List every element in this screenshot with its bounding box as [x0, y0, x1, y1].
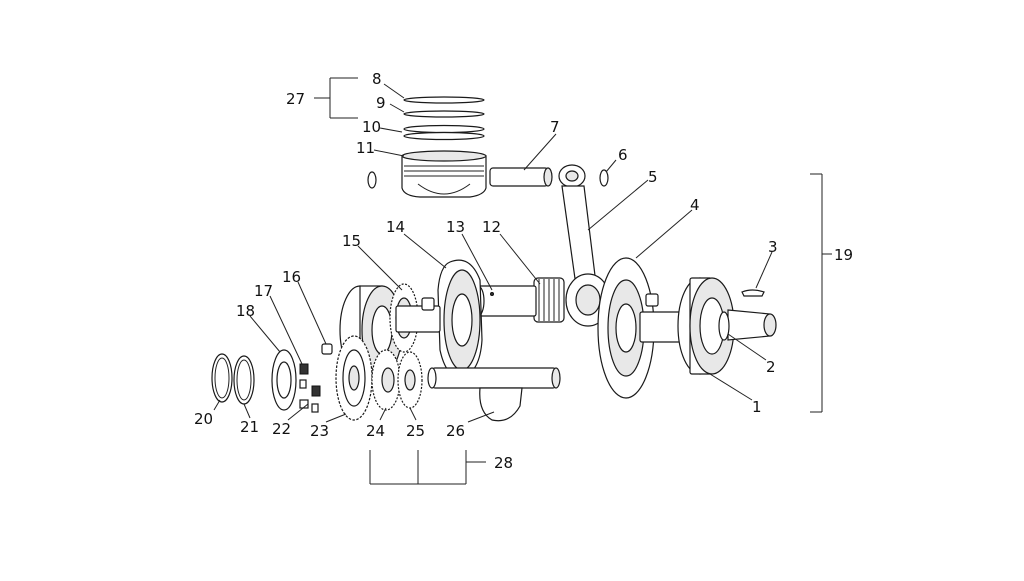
- piston-pin-7: [489, 167, 553, 187]
- bracket-19: [810, 173, 832, 413]
- snap-ring-21: [233, 355, 255, 405]
- balance-shaft-26: [427, 367, 561, 422]
- callout-11: 11: [356, 139, 375, 157]
- woodruff-key-3: [741, 289, 765, 297]
- spring-17: [299, 363, 309, 389]
- callout-22: 22: [272, 420, 291, 438]
- callout-16: 16: [282, 268, 301, 286]
- gear-24: [371, 349, 401, 411]
- crank-web-14: [437, 259, 483, 379]
- nut-2: [718, 311, 730, 341]
- piston-pin-clip-6: [599, 169, 609, 187]
- snap-ring-20: [211, 353, 233, 403]
- callout-9: 9: [376, 94, 386, 112]
- piston-ring-9: [403, 110, 485, 118]
- callout-1: 1: [752, 398, 762, 416]
- gear-25: [397, 351, 423, 409]
- callout-19: 19: [834, 246, 853, 264]
- gear-23: [335, 335, 373, 421]
- piston-pin-clip-left: [367, 171, 377, 189]
- left-shaft-stub: [395, 297, 441, 333]
- callout-17: 17: [254, 282, 273, 300]
- needle-bearing-12: [533, 277, 565, 323]
- callout-2: 2: [766, 358, 776, 376]
- bracket-27: [314, 77, 358, 119]
- callout-27: 27: [286, 90, 305, 108]
- pin-16: [321, 343, 333, 355]
- callout-24: 24: [366, 422, 385, 440]
- crank-web-4: [597, 257, 655, 399]
- callout-7: 7: [550, 118, 560, 136]
- callout-5: 5: [648, 168, 658, 186]
- taper-shaft-end: [727, 309, 777, 341]
- callout-18: 18: [236, 302, 255, 320]
- leader-lines: [213, 83, 773, 423]
- callout-6: 6: [618, 146, 628, 164]
- callout-25: 25: [406, 422, 425, 440]
- washer-18: [271, 349, 297, 411]
- callout-14: 14: [386, 218, 405, 236]
- piston-11: [401, 150, 487, 198]
- callout-12: 12: [482, 218, 501, 236]
- callout-21: 21: [240, 418, 259, 436]
- callout-23: 23: [310, 422, 329, 440]
- callout-3: 3: [768, 238, 778, 256]
- spring-22: [299, 385, 321, 413]
- callout-28: 28: [494, 454, 513, 472]
- callout-13: 13: [446, 218, 465, 236]
- callout-26: 26: [446, 422, 465, 440]
- piston-ring-8: [403, 96, 485, 104]
- callout-20: 20: [194, 410, 213, 428]
- bracket-28: [369, 450, 486, 485]
- callout-labels: 1 2 3 4 5 6 7 8 9 10 11 12 13 14 15 16 1…: [194, 70, 853, 472]
- callout-4: 4: [690, 196, 700, 214]
- callout-8: 8: [372, 70, 382, 88]
- callout-15: 15: [342, 232, 361, 250]
- callout-10: 10: [362, 118, 381, 136]
- piston-ring-10: [403, 124, 485, 141]
